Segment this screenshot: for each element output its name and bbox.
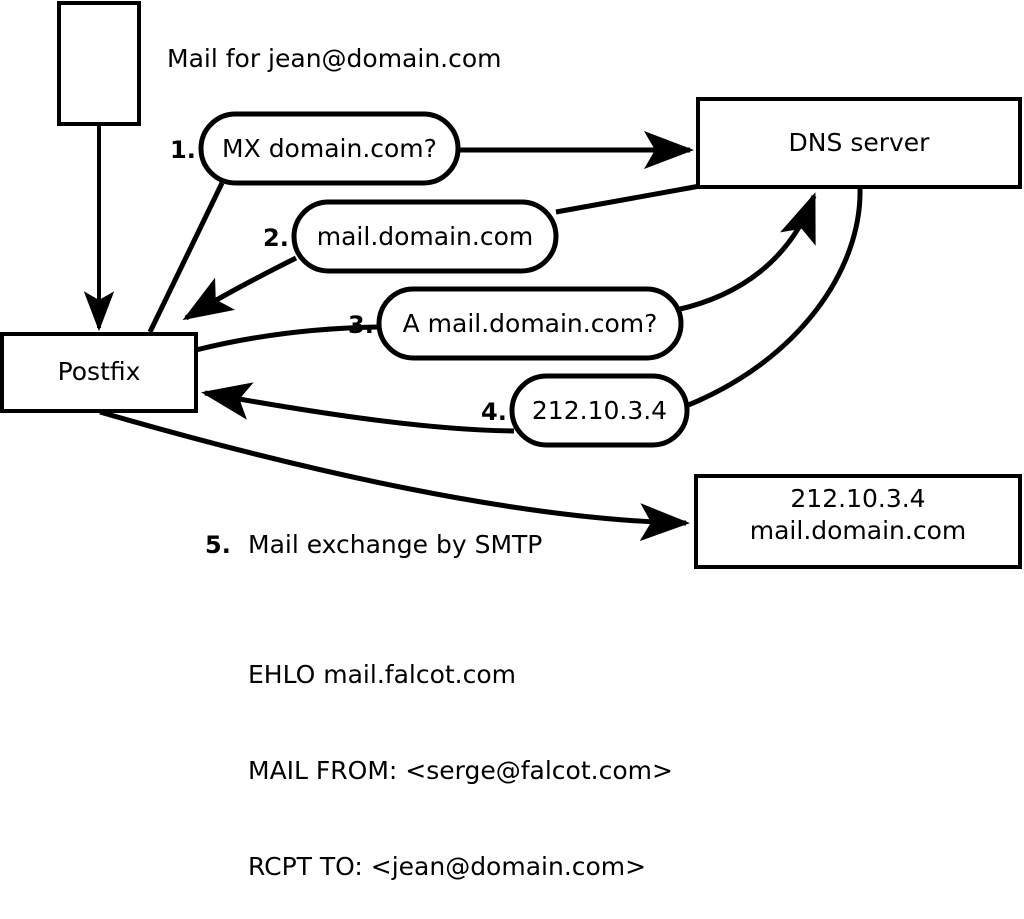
smtp-line: EHLO mail.falcot.com bbox=[248, 660, 517, 689]
step-3-number: 3. bbox=[348, 311, 374, 339]
step-5-message: Mail exchange by SMTP bbox=[248, 530, 543, 559]
node-mailhost-label-line1: 212.10.3.4 bbox=[790, 484, 926, 513]
node-dns-box bbox=[696, 97, 1022, 189]
node-mailhost-box bbox=[694, 474, 1022, 569]
step-4-number: 4. bbox=[481, 398, 507, 426]
bubble-4-shape bbox=[509, 373, 690, 448]
step-3-message: A mail.domain.com? bbox=[402, 309, 658, 338]
edge-step5-to-mailhost bbox=[99, 409, 690, 542]
smtp-line: MAIL FROM: <serge@falcot.com> bbox=[248, 756, 673, 785]
node-mua-box bbox=[57, 1, 141, 126]
edge-step2-to-postfix bbox=[182, 255, 298, 321]
edge-step4-from-dns bbox=[685, 187, 863, 409]
bubble-3-shape bbox=[376, 286, 684, 361]
smtp-transcript: EHLO mail.falcot.com MAIL FROM: <serge@f… bbox=[248, 595, 673, 919]
edge-step3-from-postfix bbox=[195, 324, 379, 353]
bubble-2-shape bbox=[291, 199, 559, 274]
edge-step3-to-dns bbox=[675, 192, 817, 313]
edge-step2-from-dns bbox=[555, 183, 701, 215]
node-postfix-label: Postfix bbox=[57, 357, 141, 386]
smtp-line: RCPT TO: <jean@domain.com> bbox=[248, 852, 647, 881]
step-4-message: 212.10.3.4 bbox=[531, 396, 668, 425]
step-1-number: 1. bbox=[170, 136, 196, 164]
node-mailhost-label-line2: mail.domain.com bbox=[749, 516, 967, 545]
node-dns-label: DNS server bbox=[788, 128, 930, 157]
edge-step4-to-postfix bbox=[201, 382, 515, 434]
edge-step1-tail bbox=[147, 181, 225, 334]
step-2-message: mail.domain.com bbox=[316, 222, 534, 251]
step-5-number: 5. bbox=[205, 531, 231, 559]
step-2-number: 2. bbox=[263, 224, 289, 252]
node-postfix-box bbox=[0, 332, 198, 413]
diagram-title: Mail for jean@domain.com bbox=[167, 44, 502, 73]
step-1-message: MX domain.com? bbox=[222, 134, 437, 163]
